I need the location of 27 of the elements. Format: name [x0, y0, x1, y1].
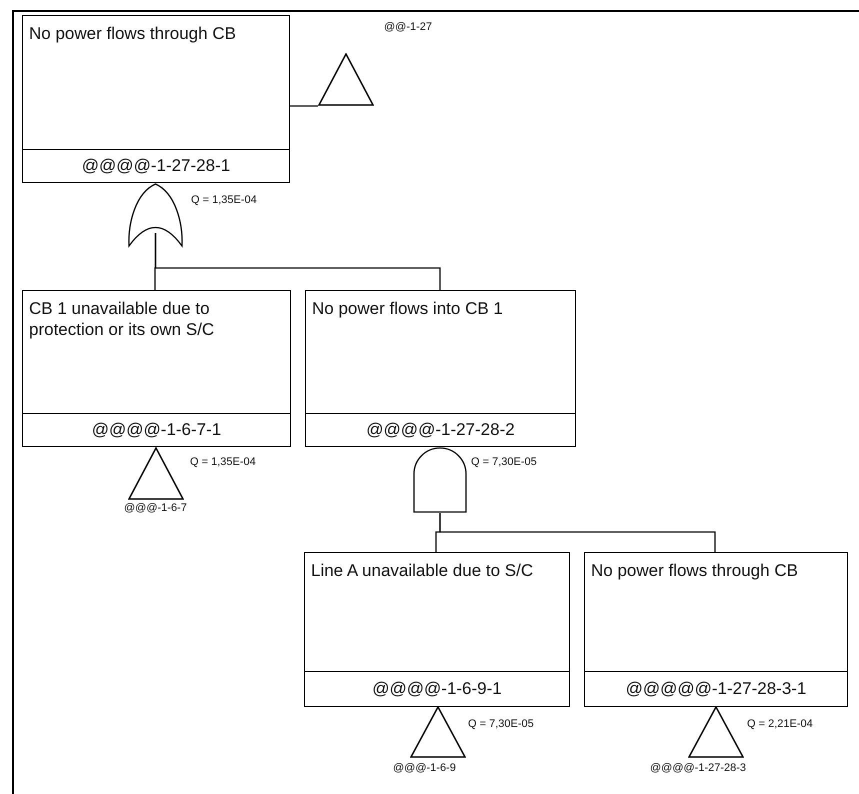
connector-line — [439, 513, 716, 552]
transfer-code: @@-1-27 — [384, 22, 432, 33]
event-code: @@@@-1-6-7-1 — [92, 420, 222, 440]
event-box — [22, 15, 290, 183]
event-box — [584, 552, 848, 707]
probability-label: Q = 1,35E-04 — [190, 457, 256, 468]
event-box — [22, 290, 291, 447]
transfer-code: @@@-1-6-9 — [393, 763, 456, 774]
event-description: Line A unavailable due to S/C — [310, 560, 534, 582]
event-description: No power flows through CB — [590, 560, 799, 582]
probability-label: Q = 1,35E-04 — [191, 195, 257, 206]
event-box — [305, 290, 576, 447]
event-code: @@@@@-1-27-28-3-1 — [626, 679, 806, 699]
probability-label: Q = 2,21E-04 — [747, 719, 813, 730]
connector-line — [154, 233, 441, 290]
probability-label: Q = 7,30E-05 — [468, 719, 534, 730]
event-code: @@@@-1-6-9-1 — [372, 679, 502, 699]
event-code: @@@@-1-27-28-2 — [366, 420, 515, 440]
event-description: No power flows through CB — [28, 23, 237, 45]
transfer-code: @@@@-1-27-28-3 — [650, 763, 746, 774]
event-code: @@@@-1-27-28-1 — [82, 156, 230, 176]
event-box — [304, 552, 570, 707]
event-description: CB 1 unavailable due to protection or its own S/C — [28, 298, 216, 342]
connector-line — [290, 105, 318, 107]
probability-label: Q = 7,30E-05 — [471, 457, 537, 468]
transfer-code: @@@-1-6-7 — [124, 503, 187, 514]
event-description: No power flows into CB 1 — [311, 298, 504, 320]
